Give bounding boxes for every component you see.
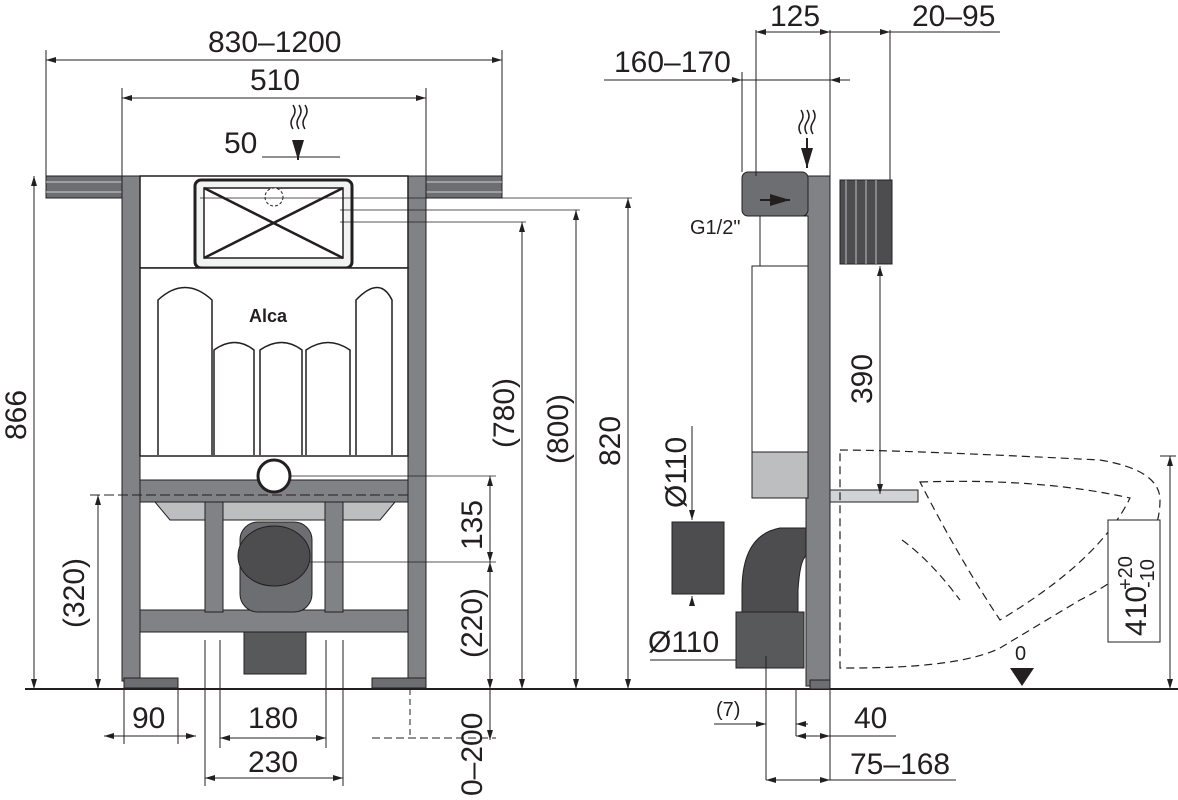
right-post bbox=[407, 175, 427, 682]
cistern-tank bbox=[139, 267, 409, 457]
dim-depth-160-170: 160–170 bbox=[614, 46, 731, 79]
brand-logo: Alca bbox=[249, 306, 288, 326]
dim-height-800: (800) bbox=[542, 394, 575, 464]
side-post bbox=[805, 175, 831, 687]
dim-height-total: 866 bbox=[0, 390, 33, 440]
side-waste-bend bbox=[741, 527, 807, 613]
top-bar-left bbox=[45, 175, 129, 199]
waste-outlet bbox=[243, 631, 307, 675]
dim-pan-tolerance-plus: +20 bbox=[1115, 556, 1137, 590]
dim-floor-adjust: 0–200 bbox=[456, 713, 489, 796]
dim-pan-height: 410 bbox=[1120, 586, 1153, 636]
dim-connector-spacing: 180 bbox=[248, 702, 298, 735]
dim-waste-top: Ø110 bbox=[660, 437, 693, 508]
dim-overall-width: 830–1200 bbox=[208, 26, 341, 59]
dim-waste-width: 230 bbox=[248, 746, 298, 779]
side-view: 125 20–95 160–170 G1/2" 390 Ø110 Ø110 (7… bbox=[604, 0, 1176, 783]
floor-zero-marker bbox=[1010, 668, 1034, 686]
dim-inlet-offset: 50 bbox=[224, 127, 257, 160]
dim-waste-bottom: Ø110 bbox=[648, 626, 719, 659]
dim-height-220: (220) bbox=[456, 588, 489, 658]
dim-fixing-height: (320) bbox=[58, 558, 91, 628]
left-post bbox=[121, 175, 141, 682]
front-view: Alca 830–1200 510 50 866 (320) bbox=[0, 26, 632, 796]
dim-depth-20-95: 20–95 bbox=[912, 0, 995, 33]
floor-zero-label: 0 bbox=[1015, 643, 1026, 665]
dim-foot-width: 90 bbox=[132, 702, 165, 735]
right-foot bbox=[371, 677, 427, 689]
top-bar-right bbox=[417, 175, 503, 199]
side-waste-inlet bbox=[671, 521, 725, 595]
lower-crossbar bbox=[139, 609, 409, 633]
dim-height-820: 820 bbox=[594, 416, 627, 466]
pan-height-box bbox=[1107, 519, 1161, 643]
dim-depth-125: 125 bbox=[770, 0, 820, 33]
dim-offset-40: 40 bbox=[854, 702, 887, 735]
dim-height-780: (780) bbox=[488, 378, 521, 448]
dim-offset-75-168: 75–168 bbox=[850, 748, 950, 781]
cistern-outlet bbox=[256, 458, 292, 494]
dim-height-135: 135 bbox=[456, 500, 489, 550]
left-foot bbox=[123, 677, 179, 689]
dim-frame-width: 510 bbox=[250, 64, 300, 97]
pan-connector bbox=[829, 489, 919, 503]
dim-offset-7: (7) bbox=[716, 699, 740, 721]
dim-pan-tolerance-minus: -10 bbox=[1137, 559, 1159, 588]
inlet-thread-label: G1/2" bbox=[690, 217, 740, 239]
dim-height-390: 390 bbox=[846, 354, 879, 404]
side-cistern-top bbox=[741, 171, 809, 217]
